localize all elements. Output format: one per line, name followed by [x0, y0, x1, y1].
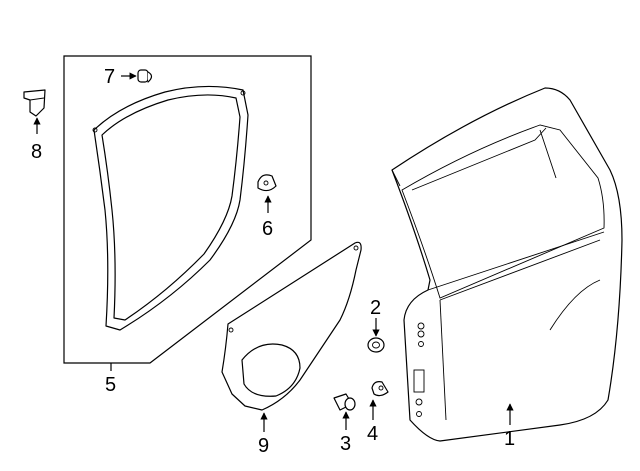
callout-9: 9 [258, 435, 269, 457]
callout-8: 8 [31, 141, 42, 163]
callout-4: 4 [367, 423, 378, 445]
clip-part-4 [369, 381, 389, 420]
grommet-part-2 [367, 318, 385, 353]
callout-1: 1 [504, 428, 515, 450]
callout-6: 6 [262, 218, 273, 240]
clip-part-6 [257, 174, 277, 213]
rear-door-shell [391, 87, 623, 442]
clip-part-7 [121, 69, 153, 83]
callout-2: 2 [370, 297, 381, 319]
weatherstrip-box [63, 55, 312, 371]
callout-7: 7 [104, 66, 115, 88]
bracket-part-8 [23, 89, 46, 134]
water-shield-part-9 [221, 241, 362, 432]
plug-part-3 [333, 393, 356, 430]
callout-5: 5 [105, 374, 116, 396]
callout-3: 3 [340, 433, 351, 455]
door-weatherstrip [92, 85, 249, 331]
